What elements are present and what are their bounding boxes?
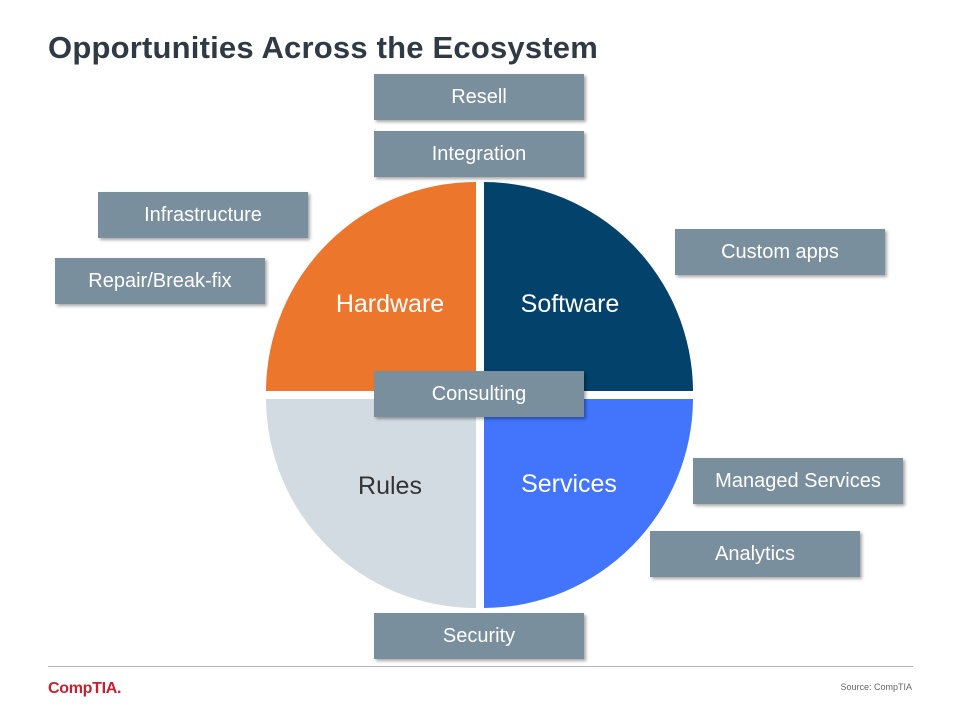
analytics-box: Analytics <box>650 531 860 577</box>
rules-label: Rules <box>358 472 422 500</box>
infrastructure-box: Infrastructure <box>98 192 308 238</box>
software-label: Software <box>520 290 620 318</box>
rules-quadrant <box>266 399 476 608</box>
security-box: Security <box>374 613 584 659</box>
services-quadrant <box>484 399 693 608</box>
repair-break-fix-box: Repair/Break-fix <box>55 258 265 304</box>
source-note: Source: CompTIA <box>840 682 912 692</box>
integration-box: Integration <box>374 131 584 177</box>
services-label: Services <box>521 470 617 498</box>
software-quadrant <box>484 182 693 391</box>
footer-divider <box>48 666 913 667</box>
comptia-logo: CompTIA. <box>48 680 122 697</box>
consulting-box: Consulting <box>374 371 584 417</box>
custom-apps-box: Custom apps <box>675 229 885 275</box>
hardware-label: Hardware <box>335 290 445 318</box>
hardware-quadrant <box>266 182 476 391</box>
page-title: Opportunities Across the Ecosystem <box>48 30 599 65</box>
managed-services-box: Managed Services <box>693 458 903 504</box>
resell-box: Resell <box>374 74 584 120</box>
